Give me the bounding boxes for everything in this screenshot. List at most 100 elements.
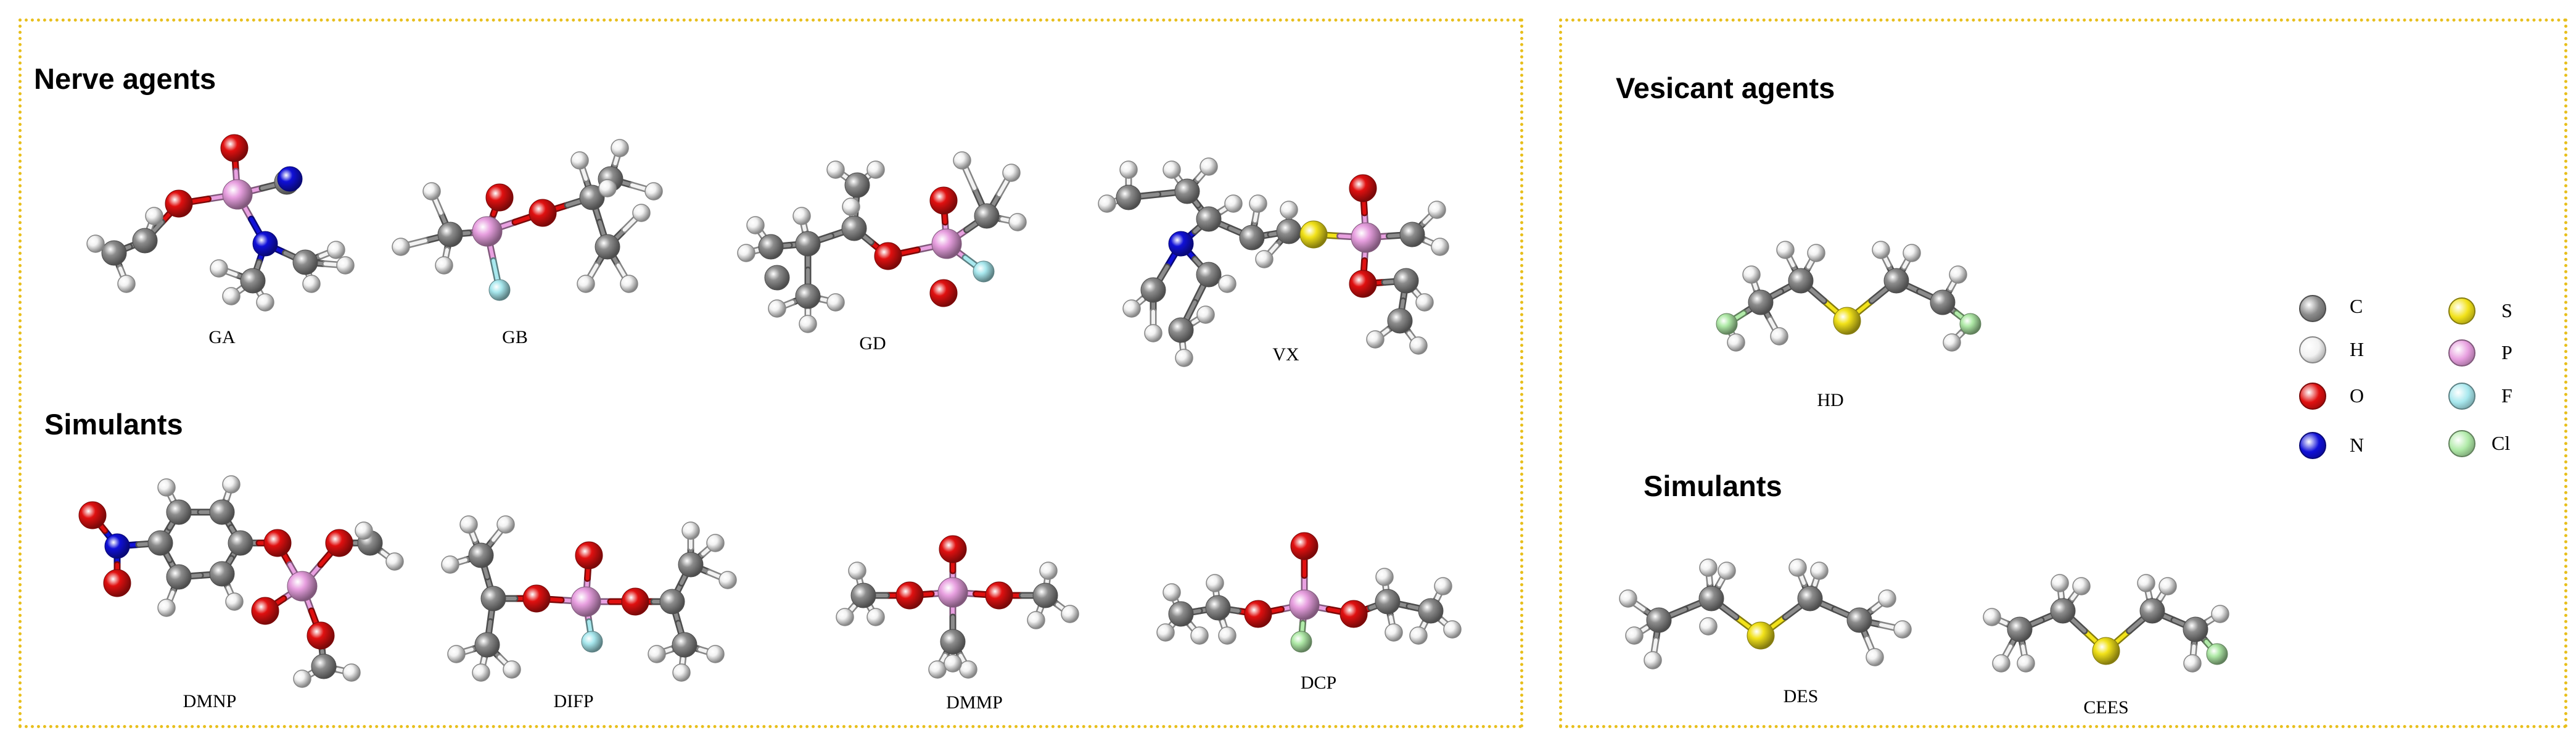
atom-h — [768, 299, 786, 318]
atom-c — [2183, 616, 2208, 642]
atom-h — [1255, 250, 1274, 268]
atom-p — [1351, 222, 1381, 253]
legend-ball-o — [2299, 383, 2326, 410]
atom-h — [447, 645, 466, 663]
atom-c — [764, 265, 790, 291]
legend-ball-s — [2448, 297, 2475, 325]
atom-h — [746, 216, 765, 234]
atom-h — [422, 182, 441, 201]
atom-h — [737, 244, 755, 262]
atom-c — [974, 203, 1000, 229]
atom-o — [251, 597, 279, 625]
atom-h — [836, 608, 854, 626]
legend-label-n: N — [2350, 434, 2364, 456]
atom-h — [385, 552, 404, 571]
vesicant-simulants-heading: Simulants — [1644, 470, 1782, 502]
atom-h — [611, 139, 629, 157]
legend-ball-p — [2448, 339, 2475, 367]
atom-c — [795, 283, 821, 309]
atom-h — [944, 654, 962, 673]
atom-h — [1983, 608, 2001, 626]
atom-h — [86, 234, 105, 253]
atom-h — [1218, 626, 1237, 645]
atom-h — [1770, 327, 1788, 346]
legend-label-o: O — [2350, 384, 2364, 407]
atom-c — [1399, 222, 1425, 247]
atom-h — [792, 207, 811, 225]
atom-o — [263, 529, 292, 557]
legend-ball-f — [2448, 383, 2475, 410]
atom-h — [210, 259, 228, 278]
atom-h — [1098, 194, 1116, 213]
atom-f — [581, 631, 603, 653]
atom-cl — [1716, 313, 1738, 335]
atom-h — [1443, 620, 1462, 639]
legend-label-cl: Cl — [2492, 432, 2511, 454]
atom-c — [101, 240, 127, 266]
atom-h — [681, 521, 700, 540]
atom-h — [2051, 574, 2069, 592]
atom-h — [1190, 626, 1209, 645]
atom-h — [1872, 241, 1890, 259]
atom-f — [973, 260, 995, 283]
atom-h — [1788, 558, 1807, 577]
atom-h — [718, 571, 737, 589]
atom-c — [2139, 598, 2165, 624]
atom-c — [841, 215, 867, 241]
atom-o — [929, 186, 958, 215]
atom-h — [1699, 617, 1718, 636]
atom-o — [1290, 532, 1319, 560]
atom-h — [1807, 244, 1825, 262]
atom-h — [866, 160, 885, 179]
molecule-dmnp — [78, 475, 404, 688]
atom-o — [485, 183, 514, 212]
atom-h — [928, 660, 947, 679]
atom-h — [570, 151, 589, 170]
nerve-agents-heading: Nerve agents — [34, 62, 216, 95]
atom-c — [480, 586, 506, 611]
atom-h — [1156, 623, 1175, 642]
atom-h — [1718, 562, 1736, 580]
molecule-dmmp — [836, 535, 1079, 679]
atom-h — [1122, 299, 1141, 318]
atom-h — [1224, 194, 1243, 213]
atom-p — [472, 216, 503, 247]
atom-h — [1742, 265, 1761, 284]
molecule-hd — [1716, 241, 1981, 352]
atom-c — [1393, 268, 1419, 294]
atom-h — [1810, 562, 1829, 580]
atom-h — [1002, 164, 1021, 182]
atom-c — [678, 552, 704, 578]
atom-o — [895, 581, 924, 610]
atom-h — [648, 645, 666, 663]
atom-c — [1646, 607, 1672, 633]
atom-h — [2072, 577, 2091, 595]
atom-p — [222, 179, 253, 210]
label-hd: HD — [1817, 390, 1844, 410]
atom-s — [2092, 637, 2120, 665]
atom-h — [472, 663, 490, 682]
atom-h — [1903, 244, 1921, 262]
atom-h — [1218, 275, 1237, 293]
atom-n — [104, 533, 130, 559]
atom-h — [441, 555, 459, 574]
nerve-agents-panel — [19, 19, 1523, 728]
atom-h — [959, 660, 977, 679]
atom-o — [220, 134, 249, 162]
legend-label-c: C — [2350, 295, 2363, 317]
atom-h — [392, 238, 410, 256]
atom-c — [1168, 317, 1194, 343]
atom-p — [287, 571, 318, 602]
atom-c — [1276, 218, 1302, 244]
atom-c — [166, 499, 192, 525]
atom-h — [1375, 568, 1394, 586]
label-difp: DIFP — [553, 691, 594, 711]
atom-h — [1196, 305, 1215, 324]
atom-o — [621, 587, 649, 616]
atom-o — [575, 541, 603, 570]
atom-c — [758, 234, 784, 260]
atom-h — [1206, 574, 1224, 592]
atom-h — [222, 475, 241, 494]
atom-h — [620, 275, 638, 293]
atom-h — [1699, 558, 1718, 577]
